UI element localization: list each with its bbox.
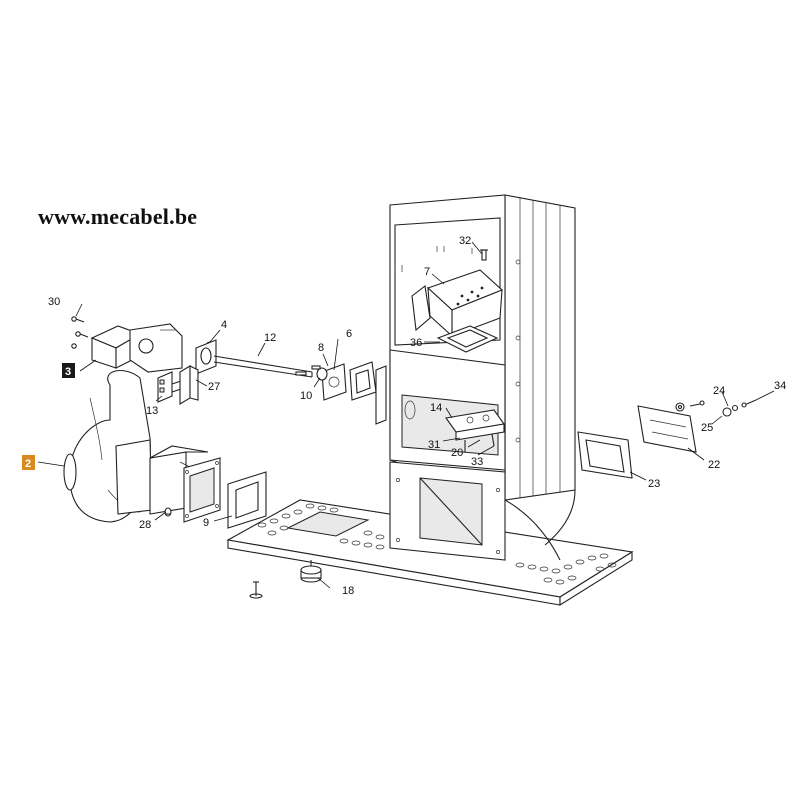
part-label-22[interactable]: 22	[708, 459, 720, 471]
screw-32	[480, 249, 488, 261]
adjustable-foot	[300, 560, 322, 583]
part-label-14[interactable]: 14	[430, 402, 442, 414]
website-url: www.mecabel.be	[38, 204, 198, 229]
side-panel	[375, 365, 387, 425]
part-label-30[interactable]: 30	[48, 296, 60, 308]
part-label-13[interactable]: 13	[146, 405, 158, 417]
burner-pot	[426, 269, 504, 338]
foot-bolt	[249, 581, 263, 599]
part-label-33[interactable]: 33	[471, 456, 483, 468]
part-label-7[interactable]: 7	[424, 266, 430, 278]
bolt-28	[164, 507, 172, 517]
part-label-36[interactable]: 36	[410, 337, 422, 349]
part-label-28[interactable]: 28	[139, 519, 151, 531]
part-label-31[interactable]: 31	[428, 439, 440, 451]
fastener-24	[675, 402, 685, 412]
plate-8	[321, 363, 347, 401]
blower-flange	[183, 457, 221, 523]
gasket-36	[436, 325, 499, 353]
part-label-10[interactable]: 10	[300, 390, 312, 402]
part-label-25[interactable]: 25	[701, 422, 713, 434]
plate-6	[349, 361, 377, 401]
bearing-4	[195, 339, 217, 375]
auger-motor	[90, 323, 183, 373]
combustion-blower	[63, 369, 153, 523]
screws-30	[71, 316, 89, 349]
gasket-23	[577, 431, 633, 479]
part-label-12[interactable]: 12	[264, 332, 276, 344]
part-label-27[interactable]: 27	[208, 381, 220, 393]
bracket-27	[179, 365, 199, 405]
part-label-8[interactable]: 8	[318, 342, 324, 354]
part-label-20[interactable]: 20	[451, 447, 463, 459]
part-label-23[interactable]: 23	[648, 478, 660, 490]
sight-opening	[404, 400, 416, 420]
part-label-34[interactable]: 34	[774, 380, 786, 392]
switch-13	[157, 371, 185, 403]
part-label-2[interactable]: 2	[25, 458, 31, 470]
nut-25	[722, 404, 739, 417]
heat-shield	[411, 284, 431, 332]
screw-near-22	[689, 400, 705, 407]
leader-lines	[37, 241, 775, 589]
air-duct	[149, 445, 209, 515]
bushing-10	[295, 365, 328, 381]
part-label-9[interactable]: 9	[203, 517, 209, 529]
part-label-6[interactable]: 6	[346, 328, 352, 340]
screw-34	[741, 399, 757, 408]
plate-22	[637, 405, 697, 453]
part-label-4[interactable]: 4	[221, 319, 227, 331]
igniter-bracket	[445, 409, 505, 441]
part-label-24[interactable]: 24	[713, 385, 725, 397]
label-2-highlight	[22, 455, 35, 470]
part-label-18[interactable]: 18	[342, 585, 354, 597]
part-label-3[interactable]: 3	[65, 366, 71, 378]
label-3-highlight	[62, 363, 75, 378]
part-label-32[interactable]: 32	[459, 235, 471, 247]
gasket-9	[227, 471, 267, 529]
